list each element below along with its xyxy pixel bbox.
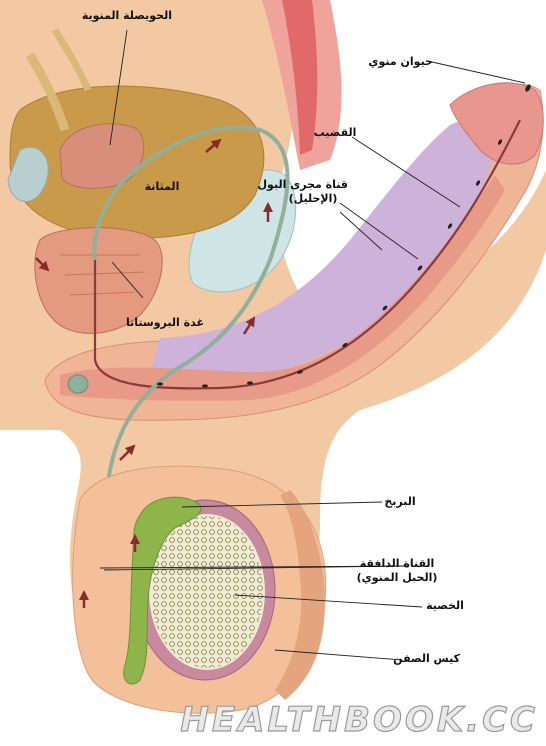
glans (449, 82, 544, 165)
scrotum-wall (275, 490, 325, 700)
label-seminal-vesicle: الحويصلة المنوية (81, 9, 172, 22)
prostate-gland (34, 227, 163, 334)
label-vas-line2: (الحبل المنوي) (356, 571, 438, 584)
label-urethra: قناة مجرى البول (الإحليل) (257, 178, 348, 206)
watermark: HEALTHBOOK.CC (180, 699, 538, 740)
leader-lines (99, 29, 526, 661)
sperm-icon (525, 84, 531, 92)
bulbourethral-gland (67, 374, 89, 394)
ureter-2 (51, 28, 92, 92)
ureter (26, 52, 70, 132)
label-epididymis: البربخ (384, 495, 416, 508)
label-sperm: حيوان منوي (368, 55, 433, 68)
urethra-tissue (60, 175, 505, 401)
label-testis: الخصية (426, 599, 464, 612)
label-urethra-line1: قناة مجرى البول (257, 178, 348, 191)
sperm-icons (157, 84, 531, 388)
label-scrotum: كيس الصفن (393, 652, 460, 665)
label-vas-line1: القناة الدافقة (359, 557, 435, 570)
abdominal-wall-inner (282, 0, 318, 155)
label-bladder: المثانة (144, 180, 180, 193)
seminal-vesicle (59, 123, 145, 189)
urethra (93, 119, 521, 390)
label-penis: القضيب (313, 126, 357, 139)
seminiferous-lobules (151, 516, 263, 668)
corpus-cavernosum (150, 120, 495, 379)
label-urethra-line2: (الإحليل) (288, 192, 338, 205)
label-vas-deferens: القناة الدافقة (الحبل المنوي) (355, 557, 439, 585)
label-prostate: غدة البروستاتا (126, 316, 204, 329)
epididymis (123, 496, 202, 685)
flow-arrow-icons (35, 138, 273, 608)
